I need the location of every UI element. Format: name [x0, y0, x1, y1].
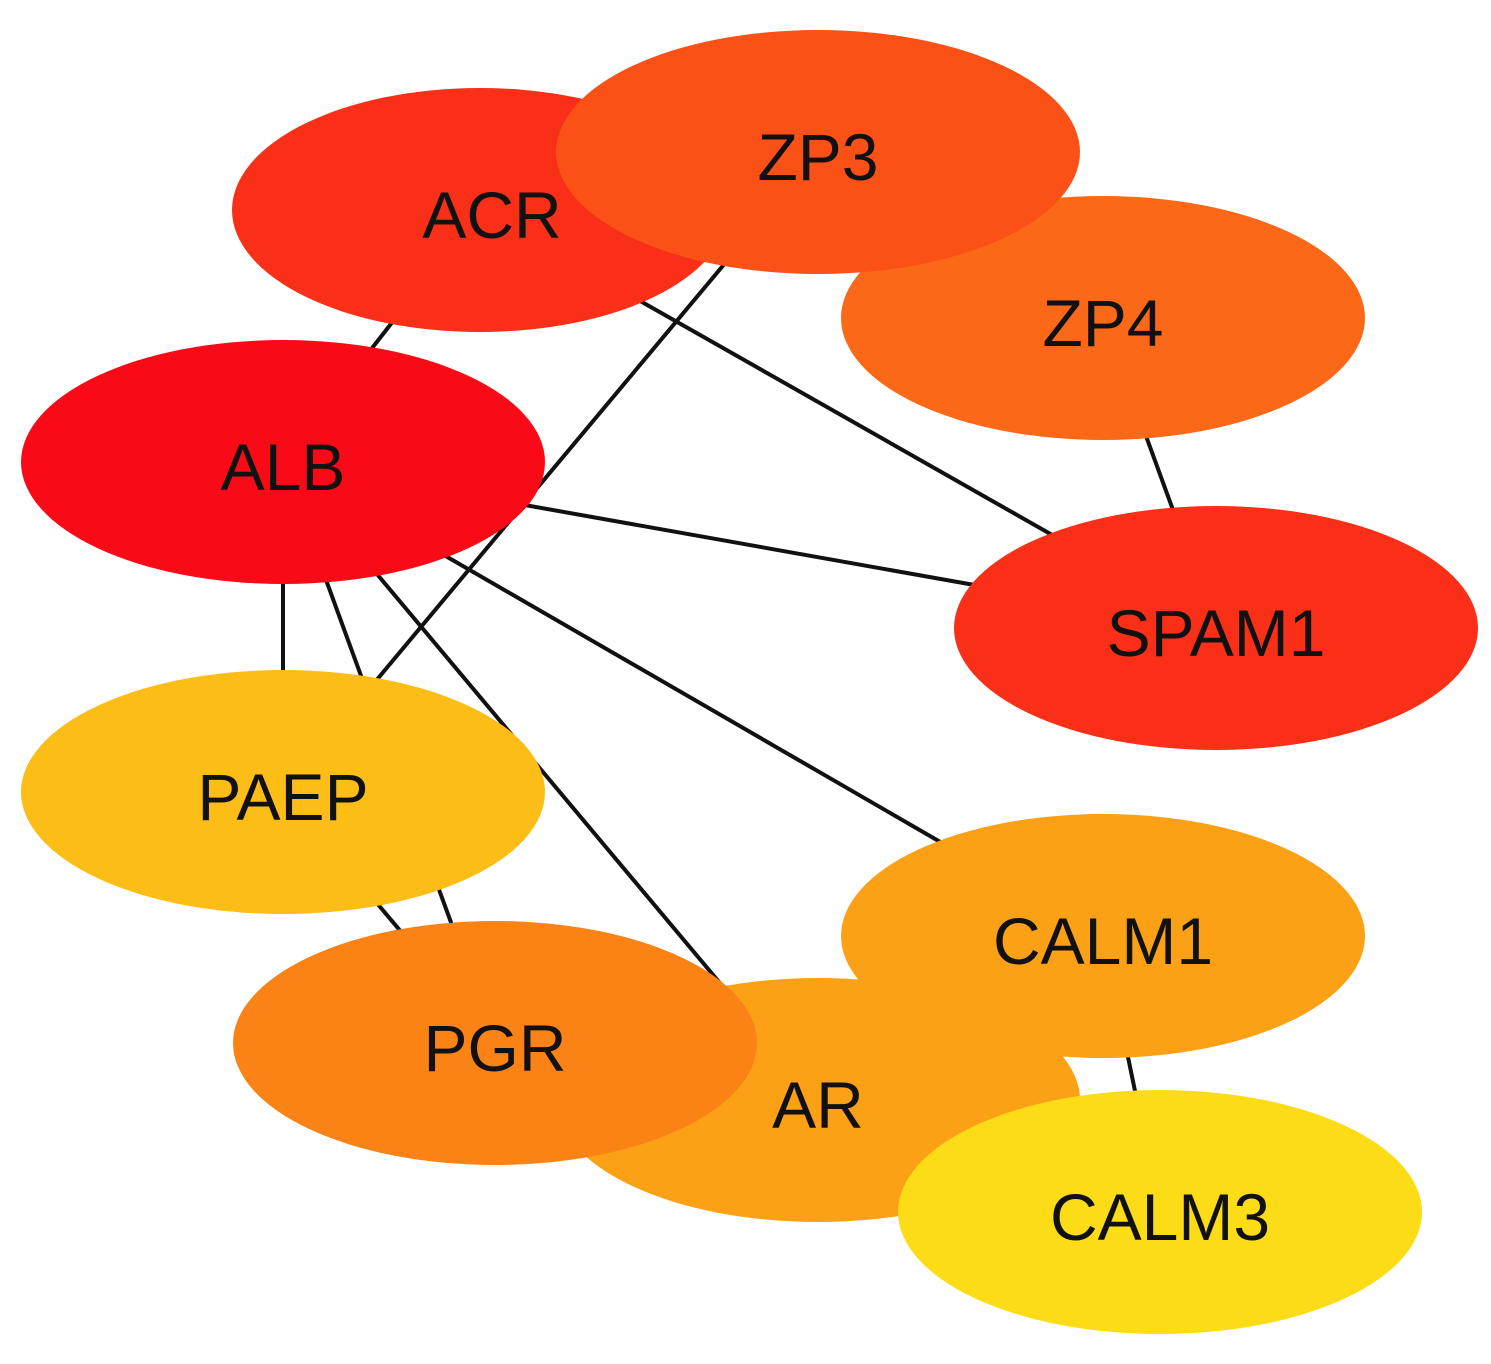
node-label-spam1: SPAM1 [1107, 596, 1326, 670]
node-label-alb: ALB [221, 430, 346, 504]
node-ellipse-calm1 [841, 814, 1365, 1058]
node-zp3: ZP3 [556, 30, 1080, 274]
node-spam1: SPAM1 [954, 506, 1478, 750]
node-calm3: CALM3 [898, 1090, 1422, 1334]
node-ellipse-pgr [233, 921, 757, 1165]
node-label-calm3: CALM3 [1050, 1180, 1270, 1254]
node-label-ar: AR [772, 1068, 864, 1142]
node-ellipse-zp3 [556, 30, 1080, 274]
node-ellipse-calm3 [898, 1090, 1422, 1334]
node-ellipse-paep [21, 670, 545, 914]
node-paep: PAEP [21, 670, 545, 914]
node-label-calm1: CALM1 [993, 904, 1213, 978]
node-label-zp3: ZP3 [757, 120, 878, 194]
node-label-paep: PAEP [197, 760, 368, 834]
node-label-acr: ACR [422, 178, 561, 252]
node-label-zp4: ZP4 [1042, 286, 1163, 360]
node-zp4: ZP4 [841, 196, 1365, 440]
node-label-pgr: PGR [423, 1011, 566, 1085]
node-ellipse-zp4 [841, 196, 1365, 440]
node-ellipse-alb [21, 340, 545, 584]
node-ellipse-spam1 [954, 506, 1478, 750]
node-pgr: PGR [233, 921, 757, 1165]
node-alb: ALB [21, 340, 545, 584]
node-calm1: CALM1 [841, 814, 1365, 1058]
